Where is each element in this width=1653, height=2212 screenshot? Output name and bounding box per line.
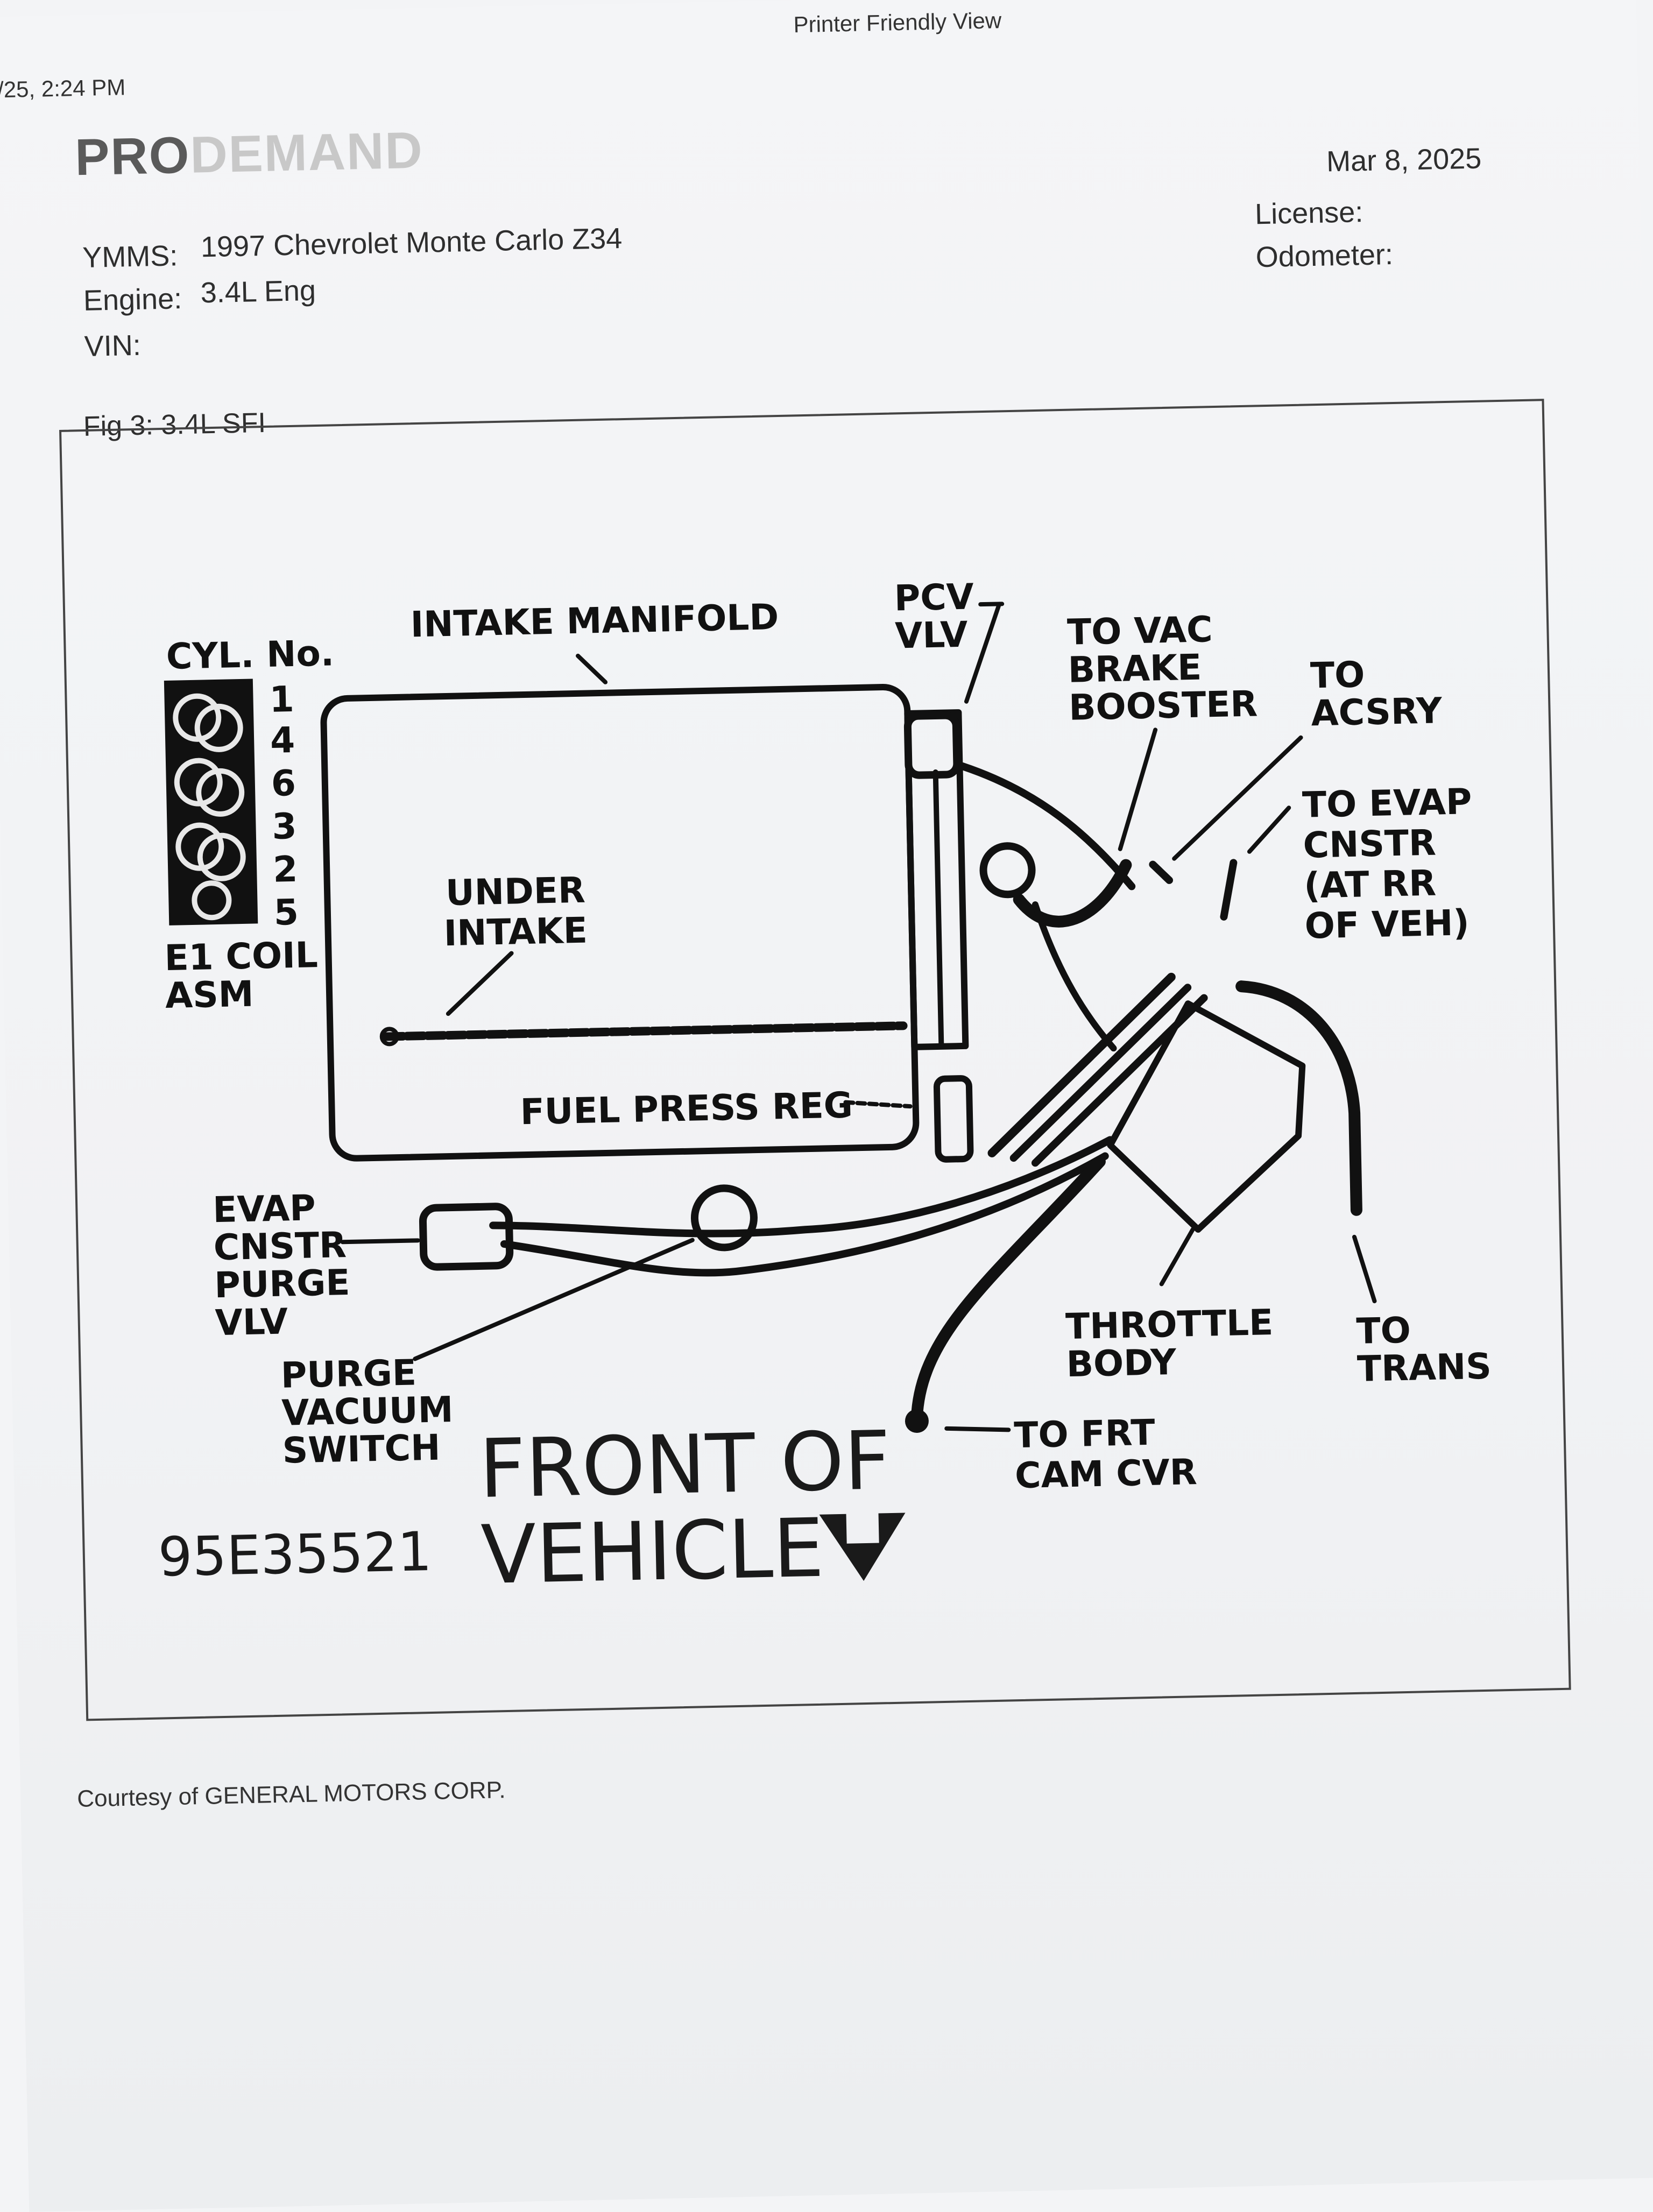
brake-booster-hose: [1013, 859, 1132, 928]
cyl-number-1: 1: [269, 678, 295, 720]
hose-to-trans: [1235, 980, 1362, 1216]
cyl-no-label: CYL. No.: [166, 632, 335, 677]
intake-manifold-label: INTAKE MANIFOLD: [409, 596, 779, 646]
evap-label-1: EVAP: [212, 1187, 316, 1231]
down-arrow-icon: [819, 1513, 906, 1581]
asm-label: ASM: [165, 973, 255, 1017]
evap-label-3: PURGE: [214, 1261, 351, 1306]
to-trans-label-2: TRANS: [1357, 1345, 1492, 1390]
fuel-press-reg-label: FUEL PRESS REG: [519, 1084, 853, 1133]
hose-a: [987, 972, 1176, 1157]
evap-purge-valve: [419, 1203, 514, 1271]
cyl-number-2: 2: [272, 848, 298, 891]
to-evap-label-4: OF VEH): [1304, 902, 1470, 947]
to-vac-label: TO VAC: [1066, 609, 1213, 653]
under-intake-hose: [382, 1021, 908, 1041]
throttle-label-2: BODY: [1065, 1341, 1177, 1386]
coil-pack: [164, 679, 258, 925]
to-evap-label-3: (AT RR: [1303, 862, 1437, 907]
cyl-number-6: 6: [271, 762, 296, 804]
cyl-number-5: 5: [273, 891, 299, 934]
pcv-label: PCV: [894, 576, 974, 619]
hose-to-front-cam-cover: [910, 1155, 1106, 1424]
part-number: 95E35521: [157, 1520, 433, 1589]
to-evap-label-2: CNSTR: [1302, 822, 1437, 866]
under-intake-fitting: [379, 1027, 399, 1047]
evap-label-4: VLV: [215, 1301, 288, 1344]
pcv-valve: [903, 711, 961, 779]
evap-label-2: CNSTR: [213, 1224, 347, 1269]
brake-label: BRAKE: [1067, 646, 1202, 691]
to-trans-label-1: TO: [1355, 1309, 1411, 1352]
purge-label-3: SWITCH: [282, 1426, 441, 1472]
vlv-label: VLV: [894, 613, 969, 657]
cyl-number-3: 3: [271, 805, 298, 847]
purge-label-1: PURGE: [280, 1352, 417, 1396]
purge-vacuum-switch: [690, 1184, 758, 1252]
front-of-vehicle-label-1: FRONT OF: [478, 1414, 892, 1517]
cyl-number-4: 4: [270, 719, 295, 761]
hose-connector: [979, 842, 1036, 899]
to-acsry-label-1: TO: [1310, 654, 1366, 697]
to-frt-label-1: TO FRT: [1013, 1411, 1156, 1457]
purge-hose: [489, 1136, 1114, 1238]
to-acsry-label-2: ACSRY: [1310, 690, 1443, 734]
to-evap-label-1: TO EVAP: [1302, 781, 1473, 826]
throttle-label-1: THROTTLE: [1065, 1302, 1274, 1348]
under-intake-label-1: UNDER: [445, 869, 586, 914]
fuel-pressure-regulator: [933, 1075, 974, 1163]
pcv-hose: [958, 762, 1136, 891]
e1-coil-label: E1 COIL: [164, 934, 319, 979]
under-intake-label-2: INTAKE: [443, 909, 588, 955]
purge-label-2: VACUUM: [281, 1389, 454, 1434]
front-of-vehicle-label-2: VEHICLE: [480, 1501, 825, 1602]
booster-label: BOOSTER: [1068, 683, 1258, 729]
to-frt-label-2: CAM CVR: [1014, 1451, 1198, 1497]
